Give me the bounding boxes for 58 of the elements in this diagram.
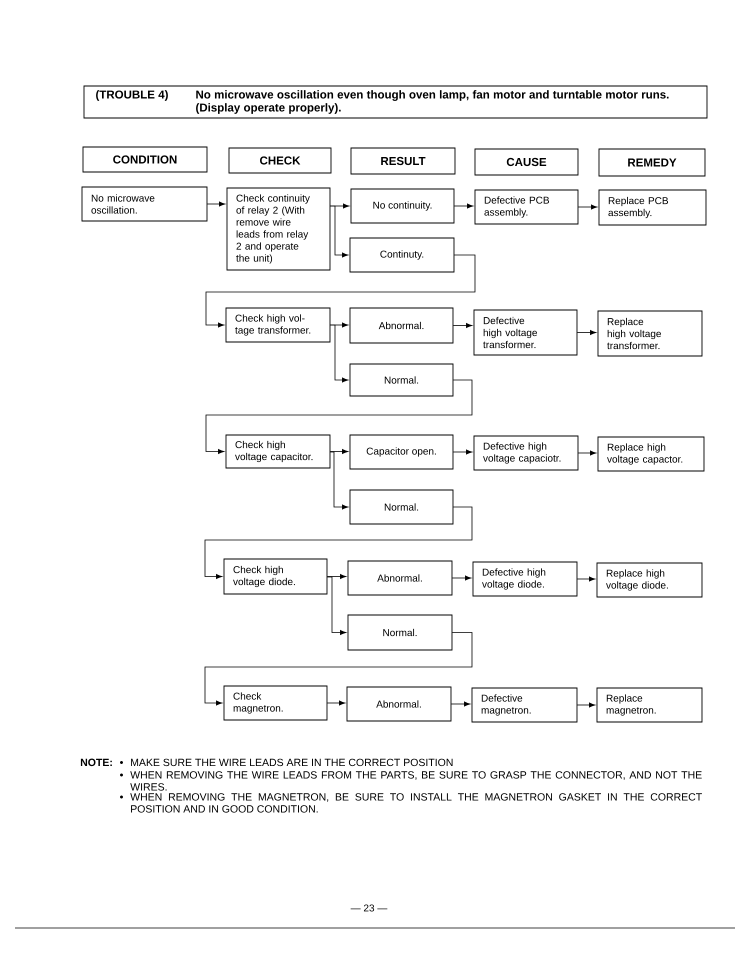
remedy-box: Replace high voltage transformer.: [598, 310, 702, 356]
arrow: [206, 254, 476, 328]
result-box: Normal.: [350, 490, 454, 524]
arrow: [330, 206, 348, 258]
arrow: [577, 702, 596, 708]
arrow: [330, 449, 348, 454]
arrow: [452, 576, 472, 580]
remedy-box: Replace high voltage diode.: [596, 562, 702, 598]
arrow: [577, 330, 596, 335]
check-step-box: Check magnetron.: [224, 686, 328, 720]
arrow: [330, 324, 348, 382]
cause-box: Defective PCB assembly.: [474, 190, 578, 224]
column-heading-box: RESULT: [350, 148, 456, 174]
trouble-heading-box: (TROUBLE 4) No microwave oscillation even though oven lamp, fan motor and turntable motor runs. (Display operate properly).: [84, 86, 708, 118]
remedy-box: Replace magnetron.: [596, 688, 702, 722]
result-box: Capacitor open.: [350, 434, 454, 470]
note-text: MAKE SURE THE WIRE LEADS ARE IN THE CORRECT POSITION: [131, 758, 453, 766]
condition-box: No microwave oscillation.: [82, 186, 208, 222]
arrow: [578, 450, 596, 456]
result-box: No continuity.: [350, 188, 454, 224]
cause-box: Defective high voltage transformer.: [474, 310, 578, 356]
arrow: [204, 632, 472, 706]
cause-box: Defective high voltage diode.: [472, 562, 578, 596]
arrow: [577, 576, 596, 582]
check-step-box: Check high voltage capacitor.: [226, 434, 330, 468]
arrow: [327, 700, 346, 706]
result-box: Normal.: [348, 614, 452, 650]
result-box: Normal.: [350, 364, 454, 396]
result-box: Abnormal.: [348, 560, 452, 596]
remedy-box: Replace PCB assembly.: [598, 190, 706, 226]
arrow: [327, 576, 346, 635]
arrow: [453, 323, 472, 328]
column-heading-box: CAUSE: [474, 148, 578, 176]
arrow: [453, 450, 472, 454]
arrow: [578, 204, 598, 210]
page-number: — 23 —: [350, 904, 388, 912]
arrow: [454, 204, 474, 208]
column-heading-box: CHECK: [228, 148, 332, 174]
column-heading-box: CONDITION: [82, 146, 208, 172]
note-text: WHEN REMOVING THE WIRE LEADS FROM THE PARTS, BE SURE TO GRASP THE CONNECTOR, AND NOT THE WIRES.: [130, 771, 702, 791]
arrow: [207, 202, 226, 206]
check-step-box: Check high vol- tage transformer.: [226, 308, 330, 342]
column-heading-box: REMEDY: [598, 148, 706, 176]
cause-box: Defective high voltage capaciotr.: [474, 436, 578, 470]
arrow: [327, 574, 346, 579]
result-box: Continuty.: [350, 238, 454, 272]
result-box: Abnormal.: [350, 308, 454, 344]
arrow: [451, 702, 470, 706]
arrow: [204, 506, 472, 579]
note-text: WHEN REMOVING THE MAGNETRON, BE SURE TO INSTALL THE MAGNETRON GASKET IN THE CORRECT POSITION AND IN GOOD CONDITION.: [130, 793, 702, 813]
arrow: [330, 452, 348, 510]
result-box: Abnormal.: [346, 686, 452, 722]
remedy-box: Replace high voltage capactor.: [598, 436, 704, 472]
check-step-box: Check continuity of relay 2 (With remove wire leads from relay 2 and operate the unit): [226, 188, 330, 270]
arrow: [206, 380, 472, 454]
check-step-box: Check high voltage diode.: [224, 558, 328, 594]
note-heading: NOTE:: [80, 758, 112, 766]
cause-box: Defective magnetron.: [472, 688, 578, 722]
